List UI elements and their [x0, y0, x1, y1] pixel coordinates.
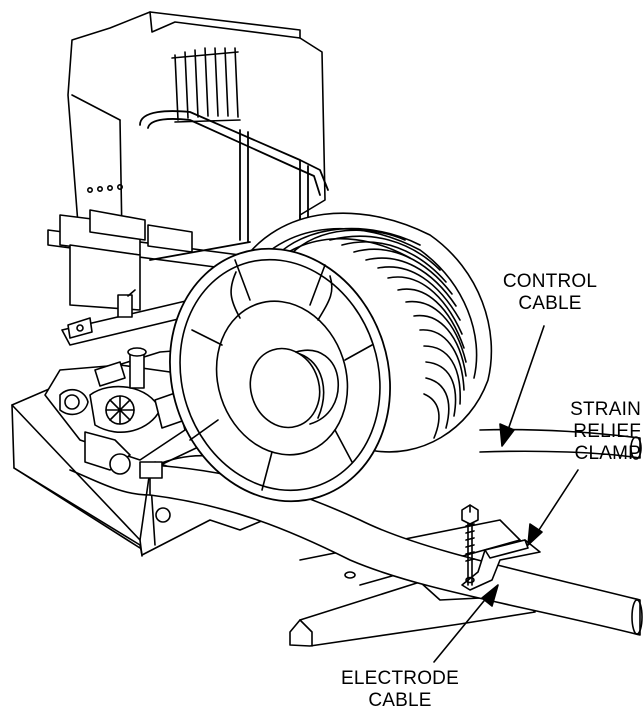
electrode-cable-label-line1: ELECTRODE — [341, 668, 459, 689]
electrode-cable-run — [69, 454, 643, 636]
control-cable-run — [479, 428, 642, 460]
strain-relief-leader — [527, 469, 579, 546]
strain-relief-clamp-drawing — [461, 504, 541, 591]
electrode-cable-label-line2: CABLE — [368, 690, 432, 711]
tube-frame — [139, 110, 329, 261]
strain-relief-label-line3: CLAMP — [574, 443, 641, 464]
control-cable-label-line2: CABLE — [518, 293, 582, 314]
control-cable-label-line1: CONTROL — [502, 271, 598, 292]
strain-relief-label-line1: STRAIN — [570, 399, 641, 420]
feeder-housing — [47, 11, 326, 318]
control-cable-leader — [499, 325, 545, 447]
control-cable-label: CONTROL CABLE — [488, 271, 612, 315]
electrode-cable-label: ELECTRODE CABLE — [315, 668, 485, 712]
strain-relief-clamp-label: STRAIN RELIEF CLAMP — [548, 399, 643, 465]
electrode-cable-leader — [433, 584, 499, 663]
leader-arrows — [433, 325, 579, 663]
strain-relief-label-line2: RELIEF — [573, 421, 641, 442]
cable-reel — [169, 212, 493, 503]
